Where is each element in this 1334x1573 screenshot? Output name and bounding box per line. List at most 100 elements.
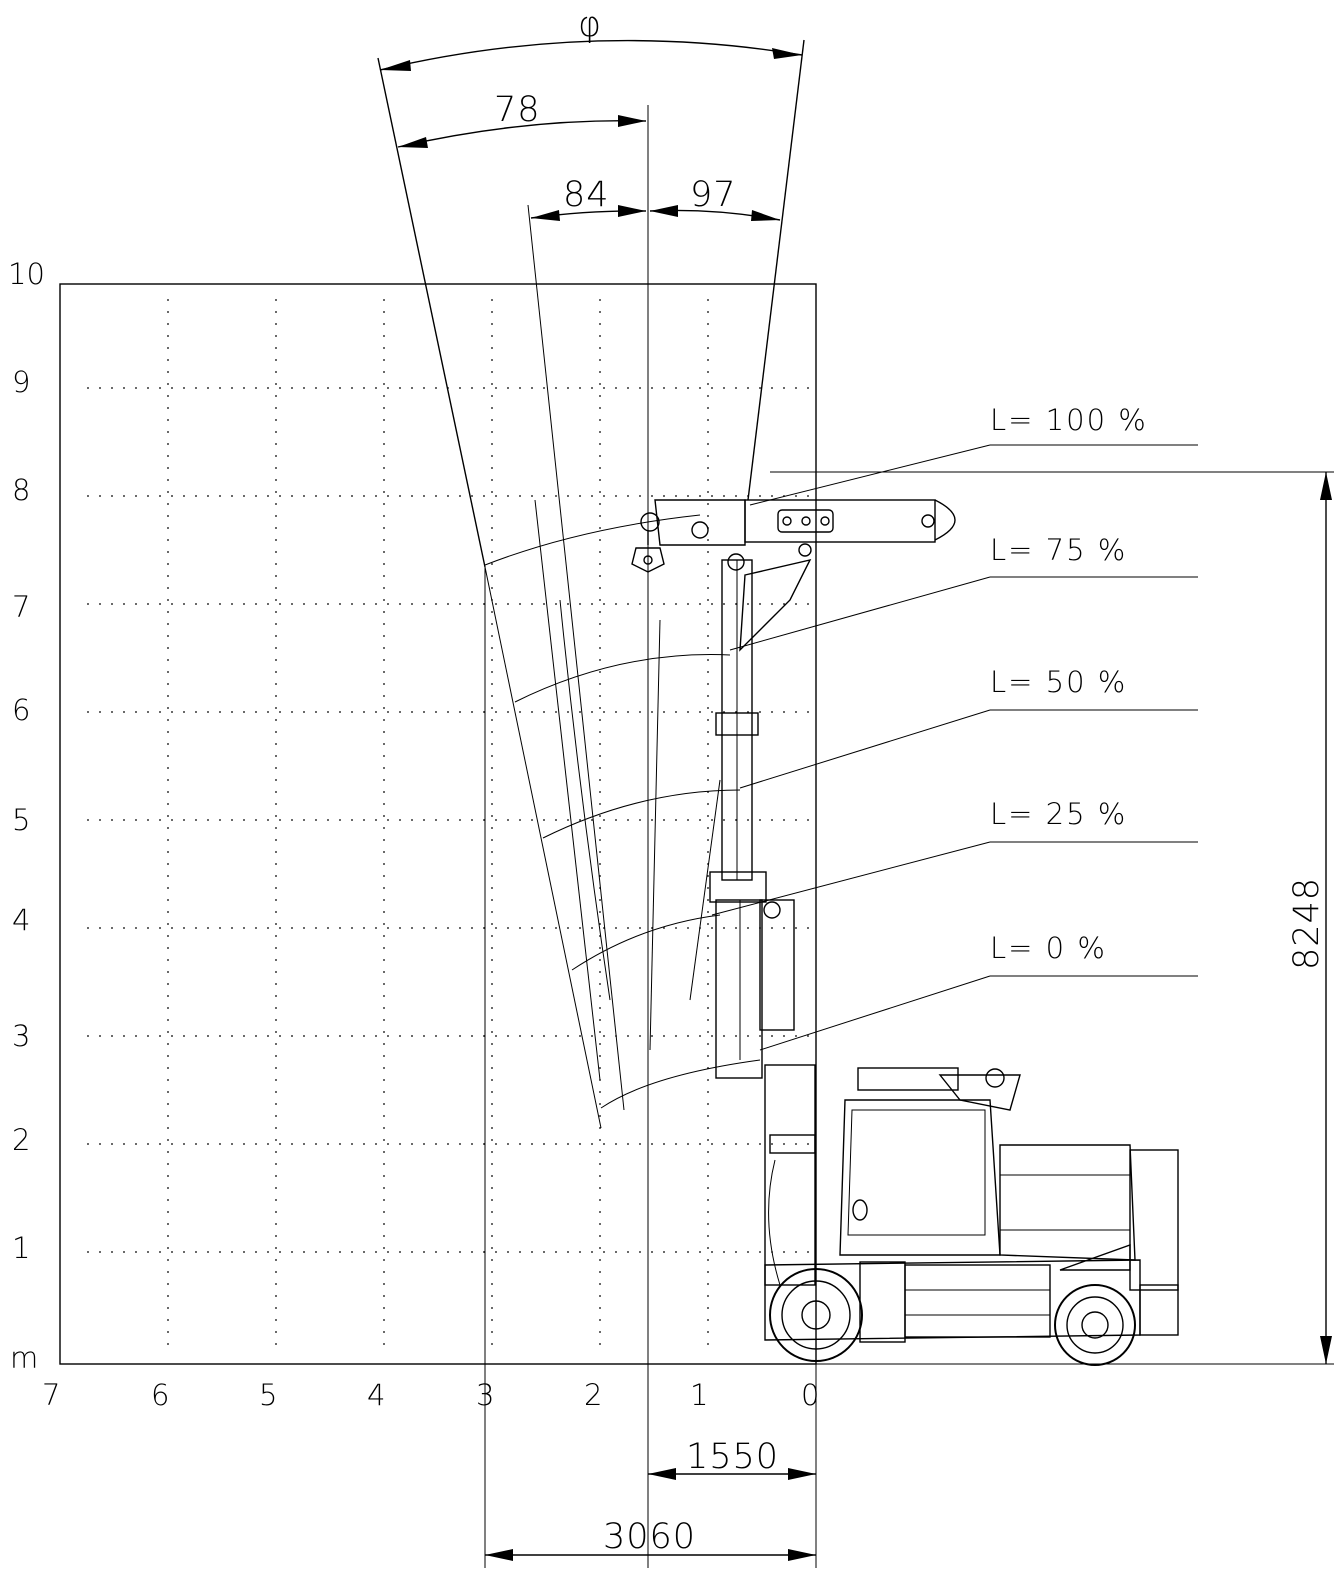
grid-dot <box>111 387 113 389</box>
grid-dot <box>275 779 277 781</box>
grid-dot <box>599 491 601 493</box>
grid-dot <box>167 575 169 577</box>
grid-dot <box>167 1343 169 1345</box>
grid-dot <box>491 1007 493 1009</box>
grid-dot <box>183 1251 185 1253</box>
grid-dot <box>599 635 601 637</box>
x-tick-0: 0 <box>801 1378 819 1412</box>
grid-dot <box>599 911 601 913</box>
grid-dot <box>707 803 709 805</box>
grid-dot <box>383 1319 385 1321</box>
x-tick-1: 1 <box>690 1378 708 1412</box>
grid-dot <box>195 387 197 389</box>
grid-dot <box>167 1175 169 1177</box>
grid-dot <box>375 1035 377 1037</box>
grid-dot <box>315 1143 317 1145</box>
grid-dot <box>219 495 221 497</box>
grid-dot <box>383 743 385 745</box>
grid-dot <box>275 1211 277 1213</box>
grid-dot <box>591 711 593 713</box>
grid-dot <box>675 1143 677 1145</box>
grid-dot <box>491 791 493 793</box>
grid-dot <box>275 1235 277 1237</box>
grid-dot <box>735 819 737 821</box>
grid-dot <box>627 927 629 929</box>
grid-dot <box>723 495 725 497</box>
grid-dot <box>599 395 601 397</box>
grid-dot <box>771 927 773 929</box>
y-tick-1: 1 <box>12 1231 30 1265</box>
grid-dot <box>663 387 665 389</box>
grid-dot <box>615 603 617 605</box>
grid-dot <box>383 551 385 553</box>
grid-dot <box>599 527 601 529</box>
grid-dot <box>167 983 169 985</box>
angle-line-84 <box>527 204 625 1111</box>
grid-dot <box>707 851 709 853</box>
grid-dot <box>491 311 493 313</box>
grid-dot <box>195 603 197 605</box>
grid-dot <box>363 927 365 929</box>
grid-dot <box>275 971 277 973</box>
reach-curve-0 <box>600 1059 761 1109</box>
grid-dot <box>275 1055 277 1057</box>
grid-dot <box>111 1251 113 1253</box>
grid-dot <box>639 495 641 497</box>
grid-dot <box>231 819 233 821</box>
grid-dot <box>275 959 277 961</box>
grid-dot <box>675 711 677 713</box>
grid-dot <box>123 711 125 713</box>
grid-dot <box>599 899 601 901</box>
grid-dot <box>599 599 601 601</box>
grid-dot <box>599 371 601 373</box>
grid-dot <box>783 819 785 821</box>
grid-dot <box>383 695 385 697</box>
grid-dot <box>167 1235 169 1237</box>
grid-dot <box>651 603 653 605</box>
grid-dot <box>459 927 461 929</box>
grid-dot <box>491 947 493 949</box>
grid-dot <box>303 1251 305 1253</box>
grid-dot <box>315 819 317 821</box>
grid-dot <box>171 1251 173 1253</box>
grid-dot <box>447 1251 449 1253</box>
grid-dot <box>171 819 173 821</box>
grid-dot <box>411 387 413 389</box>
grid-dot <box>599 1019 601 1021</box>
y-tick-2: 2 <box>12 1123 30 1157</box>
grid-dot <box>383 935 385 937</box>
grid-dot <box>275 515 277 517</box>
grid-dot <box>111 819 113 821</box>
grid-dot <box>567 711 569 713</box>
grid-dot <box>599 767 601 769</box>
grid-dot <box>599 1343 601 1345</box>
grid-dot <box>491 1223 493 1225</box>
grid-dot <box>219 711 221 713</box>
grid-dot <box>171 387 173 389</box>
grid-dot <box>699 495 701 497</box>
grid-dot <box>167 599 169 601</box>
grid-dot <box>167 767 169 769</box>
grid-dot <box>495 927 497 929</box>
grid-dot <box>291 927 293 929</box>
grid-dot <box>723 387 725 389</box>
grid-dot <box>771 603 773 605</box>
grid-dot <box>167 695 169 697</box>
grid-dot <box>387 819 389 821</box>
grid-dot <box>207 819 209 821</box>
grid-dot <box>707 347 709 349</box>
grid-dot <box>699 1251 701 1253</box>
grid-dot <box>591 1251 593 1253</box>
grid-dot <box>599 1271 601 1273</box>
grid-dot <box>255 495 257 497</box>
grid-dot <box>491 1115 493 1117</box>
grid-dot <box>279 495 281 497</box>
grid-dot <box>771 1143 773 1145</box>
grid-dot <box>491 443 493 445</box>
grid-dot <box>579 603 581 605</box>
grid-dot <box>383 755 385 757</box>
grid-dot <box>167 887 169 889</box>
grid-dot <box>219 927 221 929</box>
grid-dot <box>159 1035 161 1037</box>
grid-dot <box>707 1283 709 1285</box>
